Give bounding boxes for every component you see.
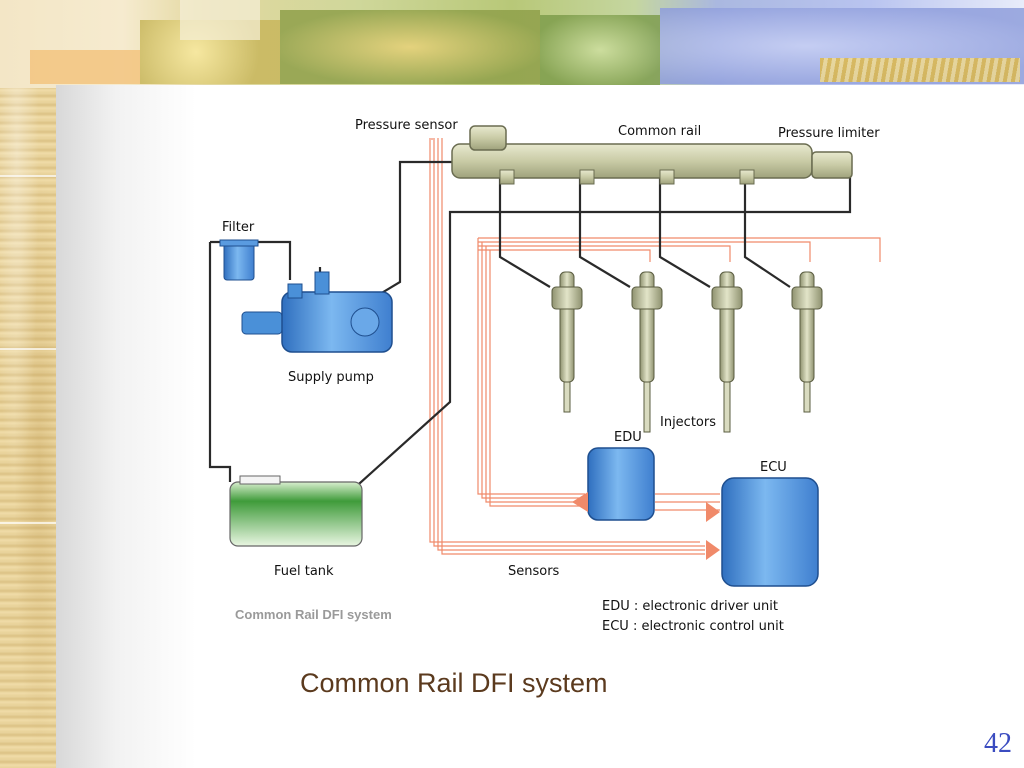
injector: [791, 271, 823, 413]
banner-block: [30, 50, 140, 84]
filter-label: Filter: [222, 220, 255, 235]
supply-pump-part: [241, 271, 393, 353]
ecu-arrow-top: [706, 502, 720, 522]
ecu-label: ECU: [760, 460, 787, 475]
banner-foliage: [540, 15, 660, 85]
edu-legend: EDU : electronic driver unit: [602, 599, 778, 614]
filter-part: [223, 241, 255, 281]
top-decorative-banner: [0, 0, 1024, 88]
left-texture-strip: [0, 0, 56, 768]
banner-block: [180, 0, 260, 40]
pressure-sensor-part: [469, 125, 507, 151]
banner-wheat: [820, 58, 1020, 82]
ecu-arrow-bottom: [706, 540, 720, 560]
pressure-sensor-label: Pressure sensor: [355, 118, 458, 133]
rail-port: [499, 169, 515, 185]
diagram-svg: [208, 125, 881, 587]
rail-port: [579, 169, 595, 185]
banner-foliage: [280, 10, 540, 84]
fuel-tank-label: Fuel tank: [274, 564, 334, 579]
common-rail-diagram: Pressure sensor Common rail Pressure lim…: [200, 112, 900, 642]
page-number: 42: [984, 728, 1012, 759]
sensors-label: Sensors: [508, 564, 560, 579]
strip-seam: [0, 348, 56, 350]
edu-arrow: [572, 492, 588, 512]
injector: [551, 271, 583, 413]
fuel-tank-cap: [239, 475, 281, 485]
strip-seam: [0, 175, 56, 177]
slide-caption: Common Rail DFI system: [300, 668, 608, 698]
injectors-label: Injectors: [660, 415, 716, 430]
filter-cap: [219, 239, 259, 247]
rail-port: [739, 169, 755, 185]
injector: [631, 271, 663, 433]
pressure-limiter-label: Pressure limiter: [778, 126, 880, 141]
ecu-box: [721, 477, 819, 587]
supply-pump-label: Supply pump: [288, 370, 374, 385]
edu-label: EDU: [614, 430, 642, 445]
common-rail-label: Common rail: [618, 124, 702, 139]
diagram-image-caption: Common Rail DFI system: [235, 607, 392, 622]
pressure-limiter-part: [811, 151, 853, 179]
fuel-tank-part: [229, 481, 363, 547]
ecu-legend: ECU : electronic control unit: [602, 619, 784, 634]
strip-seam: [0, 522, 56, 524]
sensor-wires: [429, 138, 881, 555]
rail-port: [659, 169, 675, 185]
edu-box: [587, 447, 655, 521]
injector: [711, 271, 743, 433]
